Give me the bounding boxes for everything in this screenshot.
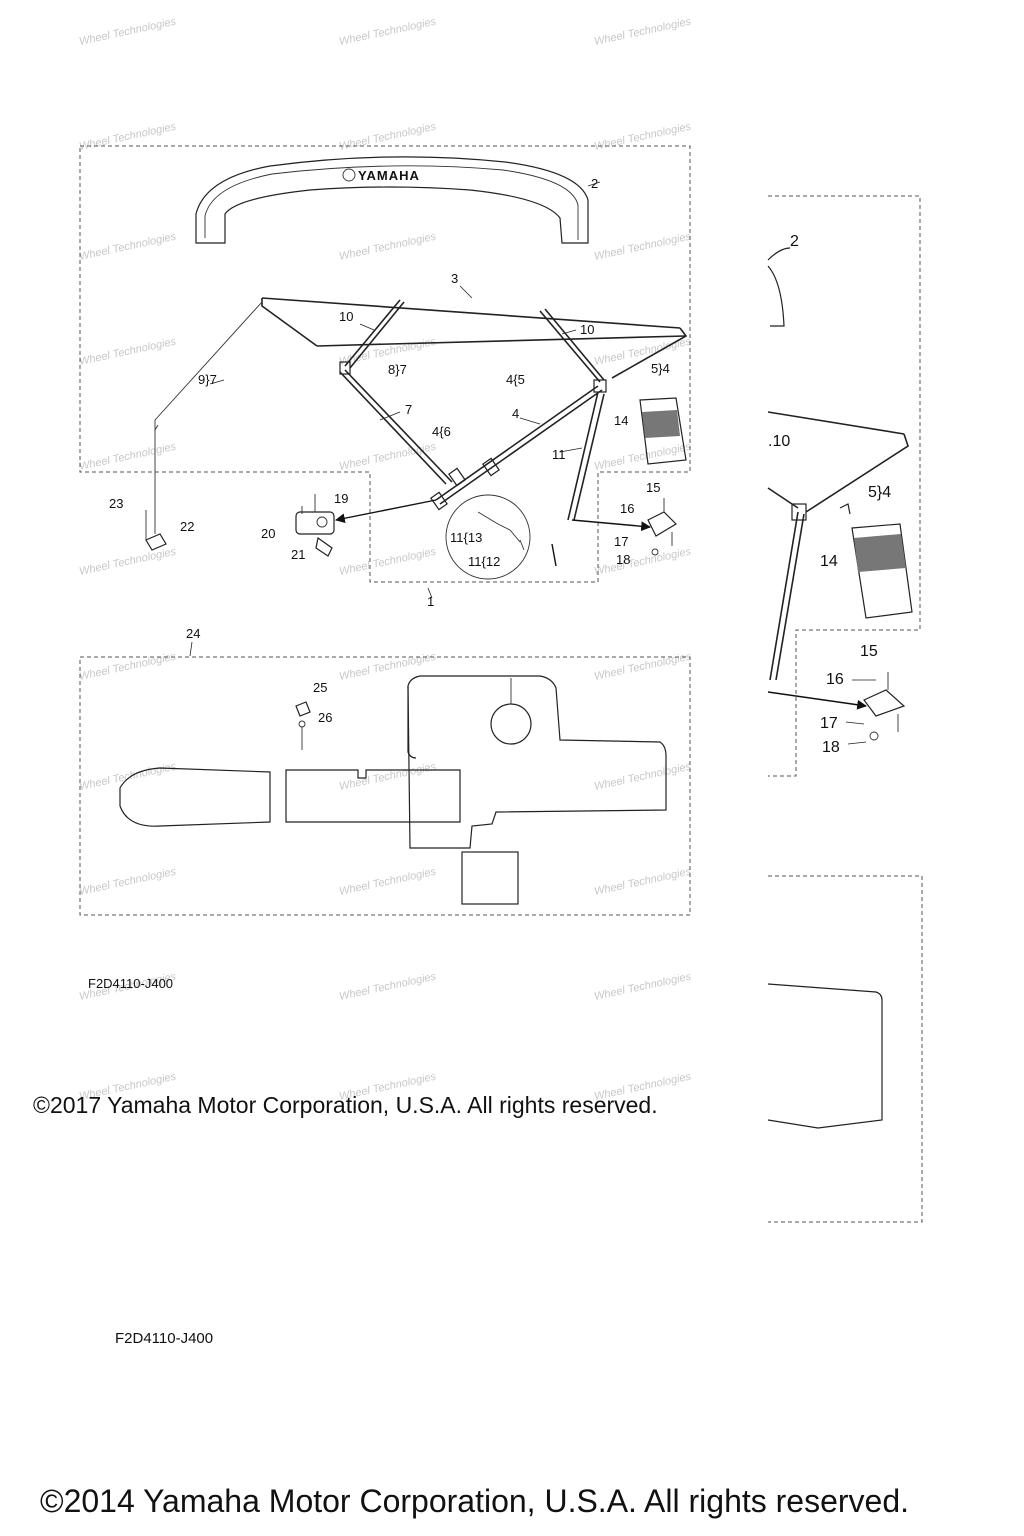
callout-14: 14: [614, 413, 628, 428]
callout-5-4-zoom: 5}4: [868, 484, 891, 501]
diagram-code: F2D4110-J400: [88, 976, 173, 991]
watermark-text: Wheel Technologies: [338, 651, 437, 683]
callout-16-zoom: 16: [826, 671, 844, 688]
callout-11-13: 11{13: [450, 530, 482, 545]
callout-16: 16: [620, 501, 634, 516]
callout-7: 7: [405, 402, 412, 417]
watermark-text: Wheel Technologies: [593, 441, 692, 473]
hinge-clamp-part: [295, 494, 335, 557]
watermark-text: Wheel Technologies: [78, 16, 177, 48]
watermark-text: Wheel Technologies: [593, 16, 692, 48]
watermark-text: Wheel Technologies: [338, 231, 437, 263]
callout-22: 22: [180, 519, 194, 534]
watermark-text: Wheel Technologies: [593, 761, 692, 793]
watermark-text: Wheel Technologies: [338, 546, 437, 578]
callout-18: 18: [616, 552, 630, 567]
main-view-boundary: [79, 145, 691, 583]
second-view-boundary-bottom: [768, 875, 923, 1223]
callout-17: 17: [614, 534, 628, 549]
callout-19: 19: [334, 491, 348, 506]
watermark-text: Wheel Technologies: [338, 16, 437, 48]
watermark-text: Wheel Technologies: [593, 651, 692, 683]
second-view-boundary-top: [768, 195, 921, 777]
callout-25: 25: [313, 680, 327, 695]
watermark-text: Wheel Technologies: [338, 971, 437, 1003]
callout-21: 21: [291, 547, 305, 562]
mat-view-boundary: [79, 656, 691, 916]
watermark-text: Wheel Technologies: [593, 546, 692, 578]
copyright-2017: ©2017 Yamaha Motor Corporation, U.S.A. A…: [33, 1092, 658, 1118]
callout-4-5: 4{5: [506, 372, 525, 387]
callout-3: 3: [451, 271, 458, 286]
watermark-text: Wheel Technologies: [338, 121, 437, 153]
watermark-text: Wheel Technologies: [78, 231, 177, 263]
arrow-to-clamp: [335, 499, 437, 524]
callout-5-4: 5}4: [651, 361, 670, 376]
callout-2: 2: [591, 176, 598, 191]
deck-hinge-part: [647, 498, 677, 556]
watermark-text: Wheel Technologies: [78, 866, 177, 898]
watermark-text: Wheel Technologies: [78, 336, 177, 368]
callout-9-7: 9}7: [198, 372, 217, 387]
floor-mat-parts: [119, 675, 667, 905]
copyright-2014: ©2014 Yamaha Motor Corporation, U.S.A. A…: [40, 1483, 909, 1519]
callout-11: 11: [552, 447, 566, 462]
watermark-text: Wheel Technologies: [338, 866, 437, 898]
watermark-text: Wheel Technologies: [338, 761, 437, 793]
diagram-code-zoom: F2D4110-J400: [115, 1330, 213, 1347]
callout-15-zoom: 15: [860, 643, 878, 660]
strap-bracket-part: [145, 510, 167, 551]
callout-1: 1: [427, 594, 434, 609]
bimini-frame: [154, 297, 688, 534]
watermark-text: Wheel Technologies: [78, 651, 177, 683]
callout-17-zoom: 17: [820, 715, 838, 732]
callout-8-7: 8}7: [388, 362, 407, 377]
callout-10b: 10: [580, 322, 594, 337]
watermark-text: Wheel Technologies: [338, 441, 437, 473]
watermark-text: Wheel Technologies: [78, 546, 177, 578]
brand-label: YAMAHA: [358, 168, 420, 183]
watermark-text: Wheel Technologies: [78, 441, 177, 473]
callout-26: 26: [318, 710, 332, 725]
callout-20: 20: [261, 526, 275, 541]
callout-11-12: 11{12: [468, 554, 500, 569]
mat-view: 24 25 26 F2D4110-J400: [79, 626, 691, 991]
storage-bag-part: [639, 397, 687, 465]
watermark-text: Wheel Technologies: [78, 761, 177, 793]
watermark-text: Wheel Technologies: [593, 231, 692, 263]
arrow-pole-lower: [551, 543, 557, 567]
callout-4-6: 4{6: [432, 424, 451, 439]
visor-part: YAMAHA: [195, 156, 589, 244]
second-view: 2 .10 5}4 14 15 16 17 18: [767, 195, 923, 1223]
callout-4: 4: [512, 406, 519, 421]
arrow-to-deck-hinge: [571, 519, 651, 532]
callout-14-zoom: 14: [820, 553, 838, 570]
watermark-text: Wheel Technologies: [593, 866, 692, 898]
callout-2-zoom: 2: [790, 233, 799, 250]
callout-24: 24: [186, 626, 200, 641]
watermark-text: Wheel Technologies: [593, 971, 692, 1003]
detail-inset: [445, 494, 531, 580]
watermark-text: Wheel Technologies: [593, 121, 692, 153]
watermark-text: Wheel Technologies: [78, 121, 177, 153]
callout-18-zoom: 18: [822, 739, 840, 756]
callout-23: 23: [109, 496, 123, 511]
callout-10a: 10: [339, 309, 353, 324]
callout-10-zoom: .10: [768, 433, 790, 450]
main-view: YAMAHA: [79, 145, 691, 609]
callout-15: 15: [646, 480, 660, 495]
